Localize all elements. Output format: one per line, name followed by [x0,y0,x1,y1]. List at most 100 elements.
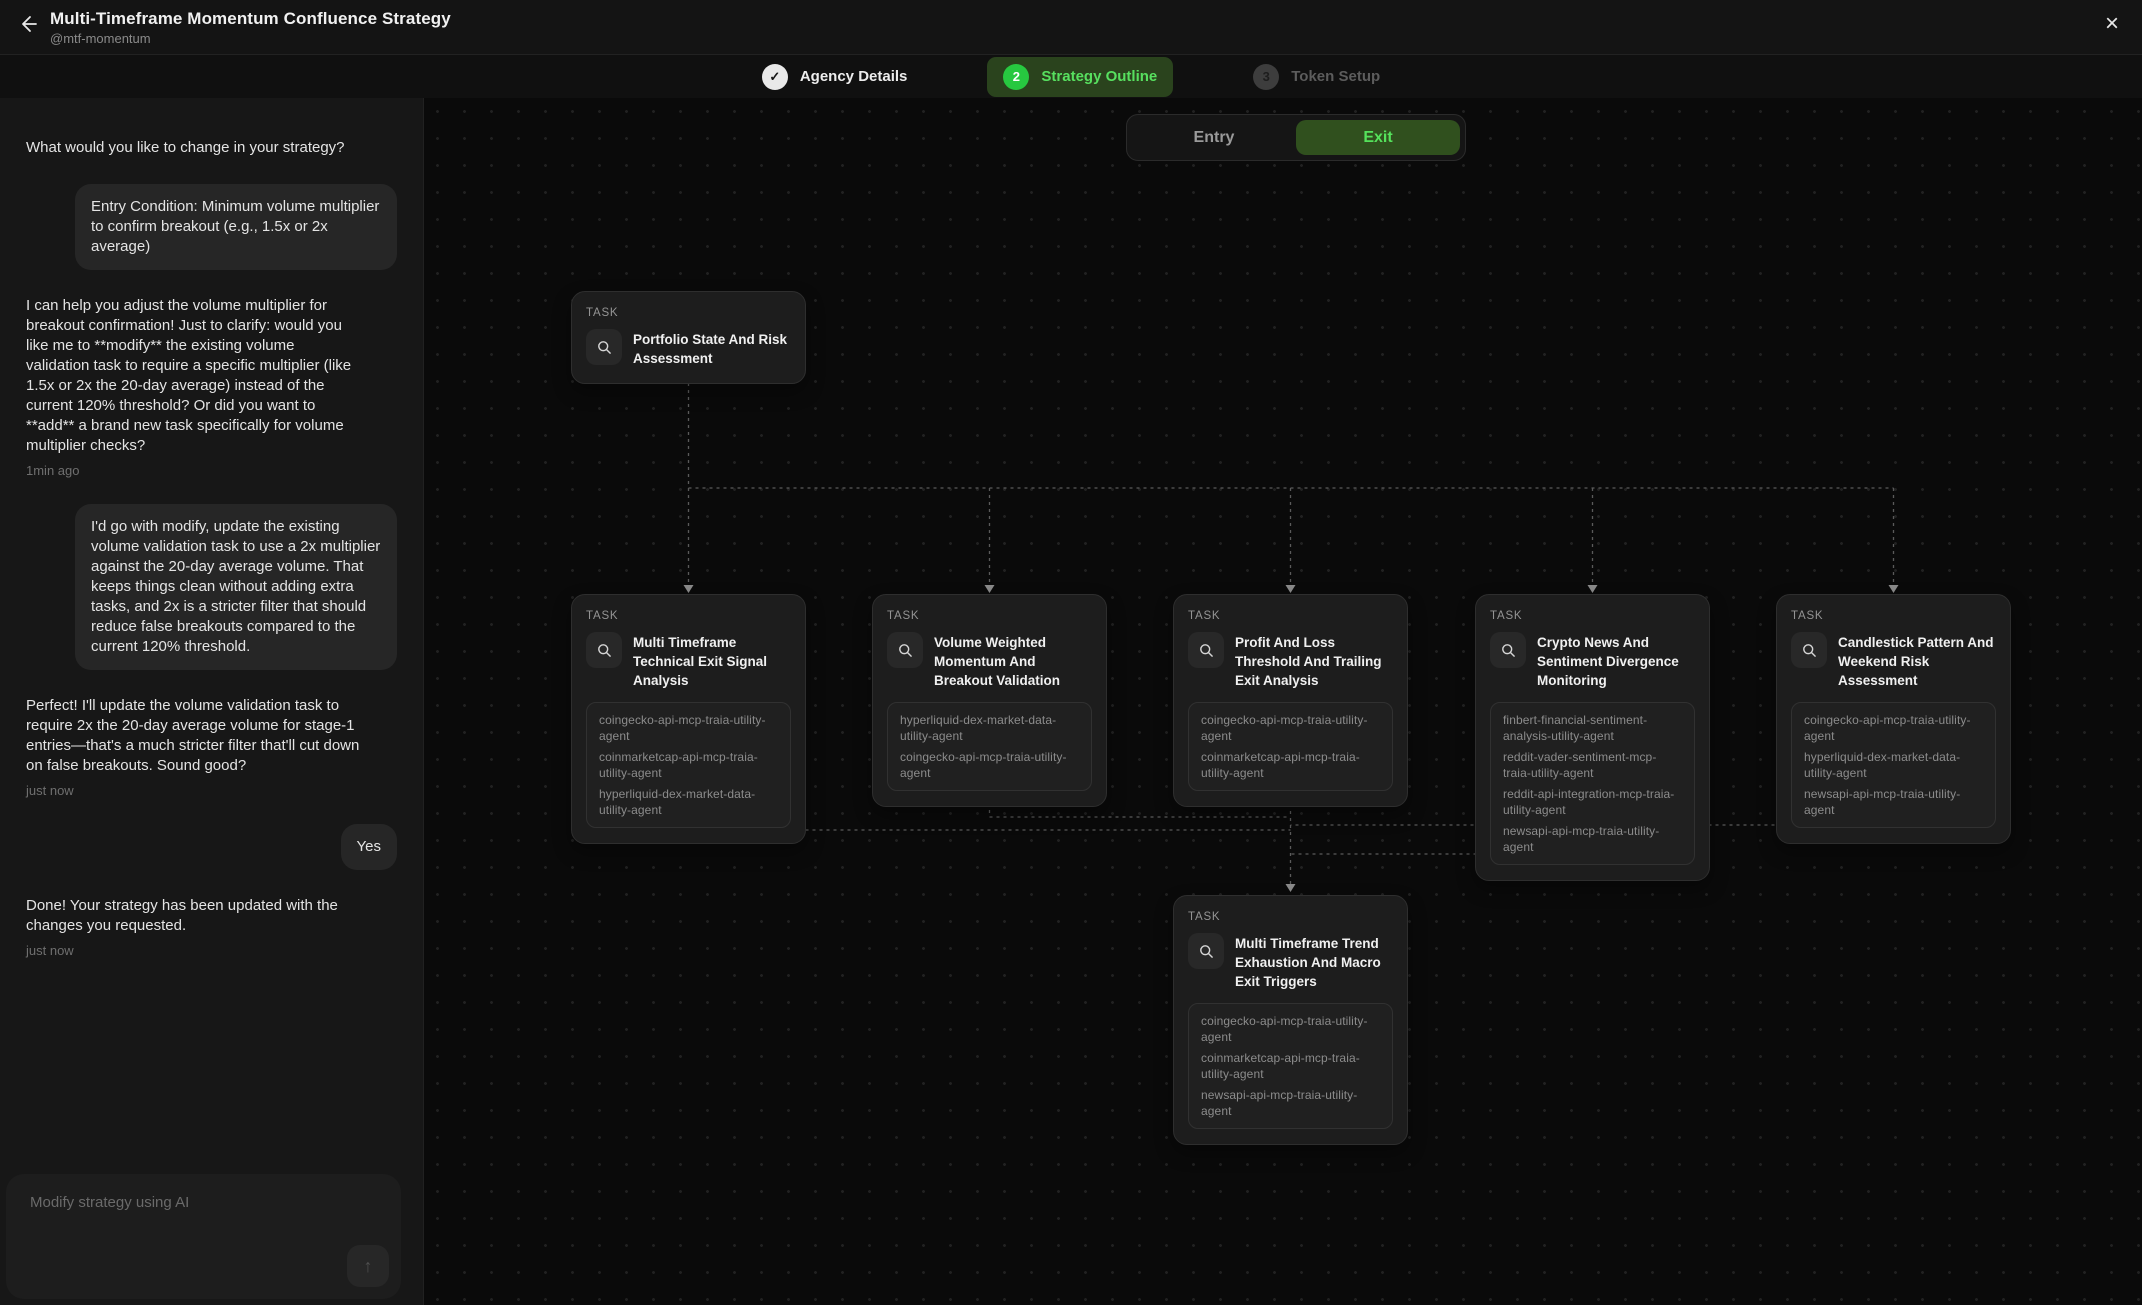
task-title: Portfolio State And Risk Assessment [633,332,788,366]
step-label: Token Setup [1291,68,1381,85]
message-timestamp: 1min ago [26,463,80,478]
task-type-label: TASK [586,610,619,622]
agent-item: reddit-vader-sentiment-mcp-traia-utility… [1503,750,1657,780]
chat-composer: ↑ [6,1174,401,1299]
step-number: 3 [1253,63,1280,90]
agent-list: coingecko-api-mcp-traia-utility-agent coi… [586,702,791,828]
step-number: 2 [1003,63,1030,90]
search-icon [1791,632,1827,668]
task-title: Volume Weighted Momentum And Breakout Va… [934,635,1061,688]
message-text: I can help you adjust the volume multipl… [26,297,352,454]
task-title: Crypto News And Sentiment Divergence Mon… [1537,635,1679,688]
chat-message-row: Perfect! I'll update the volume validati… [26,696,397,798]
step-agency-details[interactable]: ✓ Agency Details [746,57,924,97]
agent-list: coingecko-api-mcp-traia-utility-agent coi… [1188,1003,1393,1129]
chat-message-row: Yes [26,824,397,870]
agent-list: coingecko-api-mcp-traia-utility-agent coi… [1188,702,1393,791]
content: What would you like to change in your st… [0,98,2142,1305]
message-timestamp: just now [26,943,74,958]
assistant-message: What would you like to change in your st… [26,138,345,158]
agent-item: coingecko-api-mcp-traia-utility-agent [1804,713,1971,743]
chat-sidebar: What would you like to change in your st… [0,98,424,1305]
task-type-label: TASK [1188,610,1221,622]
task-type-label: TASK [1490,610,1523,622]
task-title: Profit And Loss Threshold And Trailing E… [1235,635,1382,688]
agent-item: hyperliquid-dex-market-data-utility-agen… [1804,750,1961,780]
task-node-multi-timeframe-trend-exhaustion-and-macro-exit-triggers[interactable]: TASK Multi Timeframe Trend Exhaustion And… [1173,895,1408,1145]
task-type-label: TASK [887,610,920,622]
header: Multi-Timeframe Momentum Confluence Stra… [0,0,2142,55]
chat-message-row: Done! Your strategy has been updated wit… [26,896,397,958]
toggle-exit-button[interactable]: Exit [1296,120,1460,155]
step-strategy-outline[interactable]: 2 Strategy Outline [987,56,1174,97]
send-button[interactable]: ↑ [347,1245,389,1287]
task-node-profit-and-loss-threshold-and-trailing-exit-analysis[interactable]: TASK Profit And Loss Threshold And Traili… [1173,594,1408,807]
toggle-entry-button[interactable]: Entry [1132,120,1296,155]
chat-input[interactable] [6,1174,401,1299]
agent-item: coingecko-api-mcp-traia-utility-agent [599,713,766,743]
step-label: Agency Details [799,68,908,85]
chat-message-row: What would you like to change in your st… [26,138,397,158]
back-button[interactable] [6,5,50,49]
task-node-multi-timeframe-technical-exit-signal-analysis[interactable]: TASK Multi Timeframe Technical Exit Signa… [571,594,806,844]
task-title: Multi Timeframe Technical Exit Signal An… [633,635,768,688]
agent-item: finbert-financial-sentiment-analysis-uti… [1503,713,1648,743]
agent-item: coingecko-api-mcp-traia-utility-agent [900,750,1067,780]
search-icon [1490,632,1526,668]
stepper: ✓ Agency Details 2 Strategy Outline 3 Token S… [0,55,2142,98]
task-title: Multi Timeframe Trend Exhaustion And Mac… [1235,936,1381,989]
agent-item: coingecko-api-mcp-traia-utility-agent [1201,1014,1368,1044]
assistant-message: Perfect! I'll update the volume validati… [26,696,360,798]
task-node-portfolio-state-and-risk-assessment[interactable]: TASK Portfolio State And Risk Assessment [571,291,806,384]
chat-message-row: I can help you adjust the volume multipl… [26,296,397,478]
message-text: Entry Condition: Minimum volume multipli… [91,198,380,255]
step-label: Strategy Outline [1041,68,1158,85]
close-button[interactable]: × [2092,4,2132,44]
message-text: Done! Your strategy has been updated wit… [26,897,338,934]
search-icon [1188,632,1224,668]
agent-item: newsapi-api-mcp-traia-utility-agent [1201,1088,1358,1118]
agent-list: coingecko-api-mcp-traia-utility-agent hyp… [1791,702,1996,828]
check-icon: ✓ [761,63,788,90]
assistant-message: Done! Your strategy has been updated wit… [26,896,360,958]
agent-item: coingecko-api-mcp-traia-utility-agent [1201,713,1368,743]
task-node-crypto-news-and-sentiment-divergence-monitoring[interactable]: TASK Crypto News And Sentiment Divergence… [1475,594,1710,881]
search-icon [586,329,622,365]
message-timestamp: just now [26,783,74,798]
task-type-label: TASK [1188,911,1221,923]
arrow-left-icon [22,16,37,32]
message-text: I'd go with modify, update the existing … [91,518,381,655]
chat-message-row: Entry Condition: Minimum volume multipli… [26,184,397,270]
agent-item: hyperliquid-dex-market-data-utility-agen… [599,787,756,817]
chat-messages: What would you like to change in your st… [0,98,423,1174]
user-message-bubble: Entry Condition: Minimum volume multipli… [75,184,397,270]
search-icon [586,632,622,668]
search-icon [887,632,923,668]
task-type-label: TASK [1791,610,1824,622]
assistant-message: I can help you adjust the volume multipl… [26,296,360,478]
step-token-setup[interactable]: 3 Token Setup [1237,57,1396,97]
agent-list: finbert-financial-sentiment-analysis-uti… [1490,702,1695,865]
task-node-volume-weighted-momentum-and-breakout-validation[interactable]: TASK Volume Weighted Momentum And Breakou… [872,594,1107,807]
page-title: Multi-Timeframe Momentum Confluence Stra… [50,8,451,28]
task-type-label: TASK [586,307,619,319]
agent-list: hyperliquid-dex-market-data-utility-agen… [887,702,1092,791]
message-text: What would you like to change in your st… [26,139,345,156]
agent-item: reddit-api-integration-mcp-traia-utility… [1503,787,1675,817]
agent-item: coinmarketcap-api-mcp-traia-utility-agen… [1201,1051,1360,1081]
user-message-bubble: Yes [340,824,397,870]
agent-item: newsapi-api-mcp-traia-utility-agent [1503,824,1660,854]
chat-message-row: I'd go with modify, update the existing … [26,504,397,670]
agent-item: coinmarketcap-api-mcp-traia-utility-agen… [1201,750,1360,780]
message-text: Perfect! I'll update the volume validati… [26,697,360,774]
agent-item: newsapi-api-mcp-traia-utility-agent [1804,787,1961,817]
agent-item: coinmarketcap-api-mcp-traia-utility-agen… [599,750,758,780]
agent-item: hyperliquid-dex-market-data-utility-agen… [900,713,1057,743]
search-icon [1188,933,1224,969]
arrow-up-icon: ↑ [363,1255,373,1276]
strategy-handle: @mtf-momentum [50,30,151,46]
message-text: Yes [356,838,381,855]
